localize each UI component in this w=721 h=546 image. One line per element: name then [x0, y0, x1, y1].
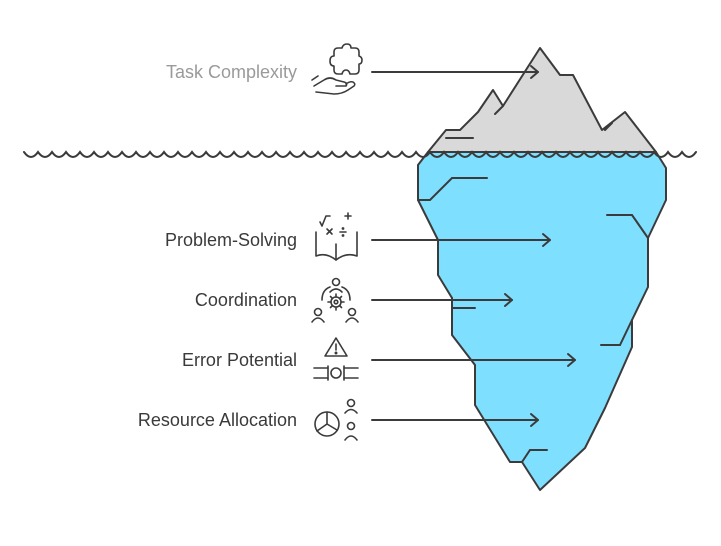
- task-complexity-label: Task Complexity: [165, 62, 297, 82]
- warning-pipe-icon: [313, 337, 359, 381]
- pie-chart-people-icon: [314, 398, 358, 441]
- hand-holding-puzzle-icon: [311, 43, 363, 95]
- people-around-gear-icon: [311, 277, 359, 323]
- iceberg-below-water: [417, 151, 667, 491]
- book-math-symbols-icon: [315, 212, 358, 261]
- problem-solving-label: Problem-Solving: [164, 230, 297, 250]
- coordination-arrow: [371, 293, 513, 307]
- ice-fracture-lines: [417, 105, 649, 463]
- iceberg-above-water: [427, 47, 657, 153]
- error-potential-label: Error Potential: [181, 350, 297, 370]
- water-surface-wave: [23, 150, 697, 158]
- resource-allocation-label: Resource Allocation: [137, 410, 297, 430]
- coordination-label: Coordination: [194, 290, 297, 310]
- resource-allocation-arrow: [371, 413, 539, 427]
- error-potential-arrow: [371, 353, 576, 367]
- task-complexity-arrow: [371, 65, 539, 79]
- problem-solving-arrow: [371, 233, 551, 247]
